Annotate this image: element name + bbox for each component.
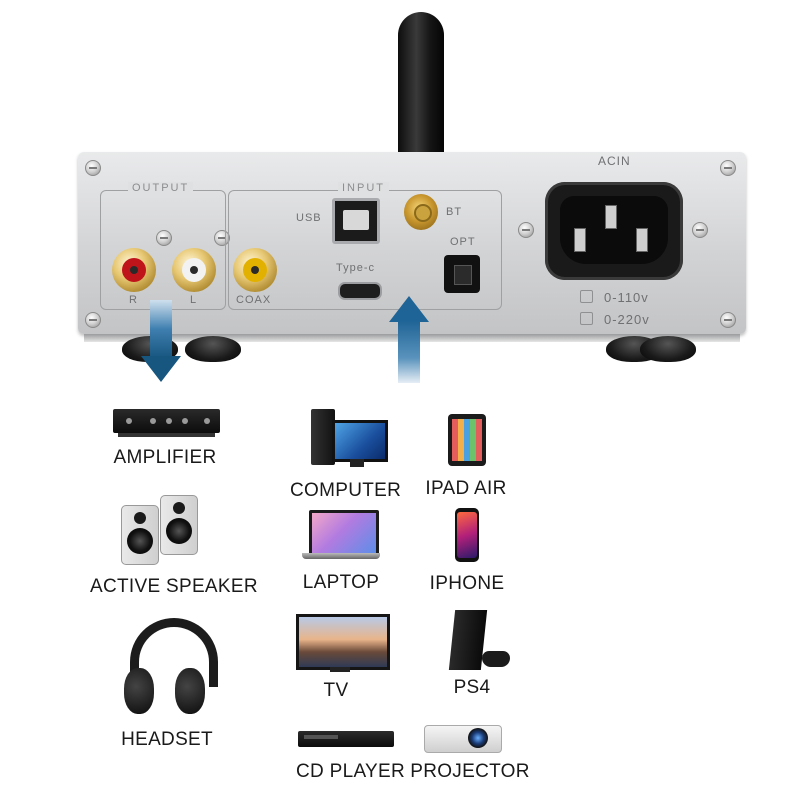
amplifier-label: AMPLIFIER <box>113 447 217 468</box>
voltage-220-label: 0-220v <box>604 312 650 327</box>
usb-label: USB <box>296 212 322 224</box>
speaker-icon <box>121 505 159 565</box>
laptop-icon <box>309 510 379 556</box>
arrow-up-icon <box>389 296 429 322</box>
laptop-label: LAPTOP <box>302 572 380 593</box>
usb-c-port[interactable] <box>338 282 382 300</box>
cd-player-icon <box>298 731 394 747</box>
headset-label: HEADSET <box>121 729 213 750</box>
screw-icon <box>692 222 708 238</box>
cd-player-label: CD PLAYER <box>296 761 405 782</box>
opt-label: OPT <box>450 236 476 248</box>
computer-icon <box>311 409 335 465</box>
rca-left-output[interactable] <box>172 248 216 292</box>
headset-icon <box>130 618 218 687</box>
screw-icon <box>85 312 101 328</box>
amp-knob <box>182 418 188 424</box>
projector-lens <box>468 728 488 748</box>
projector-label: PROJECTOR <box>410 761 530 782</box>
foot-left-rear <box>185 336 241 362</box>
screw-icon <box>85 160 101 176</box>
bt-label: BT <box>446 206 463 218</box>
usb-b-socket <box>343 210 369 230</box>
computer-monitor <box>332 420 388 462</box>
tv-icon <box>296 614 390 670</box>
tv-label: TV <box>323 680 349 701</box>
headset-cup <box>175 668 205 714</box>
input-label: INPUT <box>338 182 389 194</box>
computer-label: COMPUTER <box>290 480 402 501</box>
screw-icon <box>214 230 230 246</box>
screw-icon <box>720 160 736 176</box>
ps4-icon <box>448 610 488 670</box>
coax-input[interactable] <box>233 248 277 292</box>
cd-tray <box>304 735 338 739</box>
amp-knob <box>126 418 132 424</box>
rca-left-label: L <box>190 294 198 306</box>
iphone-label: IPHONE <box>429 573 505 594</box>
computer-stand <box>350 459 364 467</box>
amp-feet <box>118 433 215 437</box>
ps4-controller-icon <box>482 651 510 667</box>
arrow-down-head <box>141 356 181 382</box>
speaker-icon <box>160 495 198 555</box>
ipad-screen <box>452 419 482 461</box>
tv-stand <box>330 667 350 672</box>
amp-knob <box>204 418 210 424</box>
active-speaker-label: ACTIVE SPEAKER <box>90 576 258 597</box>
bt-connector-nut <box>414 204 432 222</box>
arrow-down-icon <box>150 300 172 358</box>
optical-socket <box>454 265 472 285</box>
rca-right-output[interactable] <box>112 248 156 292</box>
ac-pin <box>605 205 617 229</box>
iphone-screen <box>457 512 477 558</box>
acin-label: ACIN <box>598 154 631 168</box>
screw-icon <box>156 230 172 246</box>
ipad-air-label: IPAD AIR <box>425 478 507 499</box>
voltage-220-checkbox <box>580 312 593 325</box>
rca-right-label: R <box>129 294 138 306</box>
ac-pin <box>574 228 586 252</box>
screw-icon <box>518 222 534 238</box>
antenna <box>398 12 444 162</box>
voltage-110-label: 0-110v <box>604 290 649 305</box>
ps4-label: PS4 <box>453 677 491 698</box>
output-label: OUTPUT <box>128 182 194 194</box>
typec-label: Type-c <box>336 262 376 274</box>
amp-knob <box>166 418 172 424</box>
output-section <box>100 190 226 310</box>
coax-label: COAX <box>236 294 272 306</box>
projector-icon <box>424 725 502 753</box>
headset-cup <box>124 668 154 714</box>
laptop-base <box>302 553 380 559</box>
screw-icon <box>720 312 736 328</box>
ac-pin <box>636 228 648 252</box>
foot-right-front <box>640 336 696 362</box>
voltage-110-checkbox <box>580 290 593 303</box>
arrow-up-shaft <box>398 321 420 383</box>
amp-knob <box>150 418 156 424</box>
